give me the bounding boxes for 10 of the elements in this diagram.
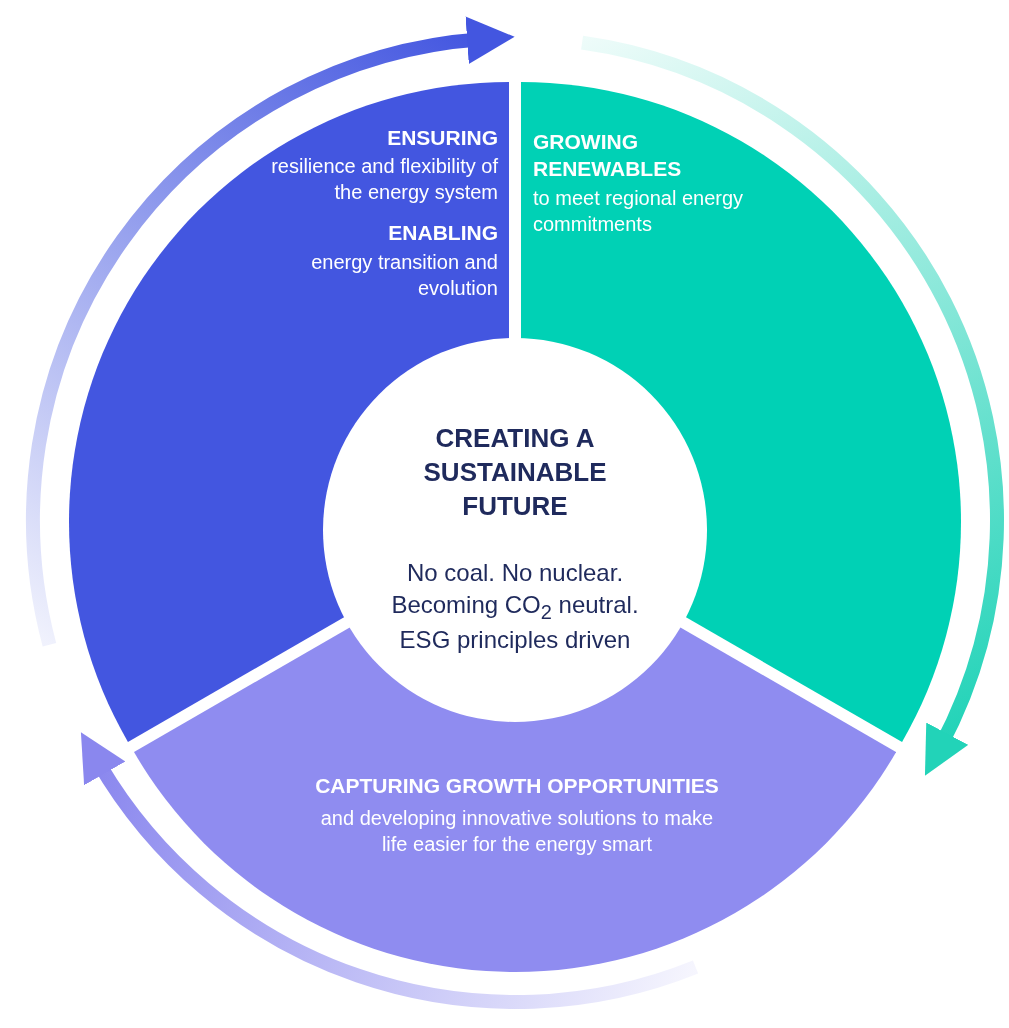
section-text: and developing innovative solutions to make life easier for the energy smart xyxy=(319,806,715,858)
center-text: No coal. No nuclear. Becoming CO$_{2}$ neutral. ESG principles driven xyxy=(390,558,640,656)
section-heading: ENABLING xyxy=(388,220,498,247)
section-heading: GROWING RENEWABLES xyxy=(533,129,683,183)
section-heading: ENSURING xyxy=(387,125,498,151)
section-heading: CAPTURING GROWTH OPPORTUNITIES xyxy=(315,773,719,799)
center-title: CREATING A SUSTAINABLE FUTURE xyxy=(422,422,608,523)
section-text: energy transition and evolution xyxy=(310,249,498,301)
section-text: to meet regional energy commitments xyxy=(533,185,745,237)
section-text: resilience and flexibility of the energy system xyxy=(270,154,498,206)
